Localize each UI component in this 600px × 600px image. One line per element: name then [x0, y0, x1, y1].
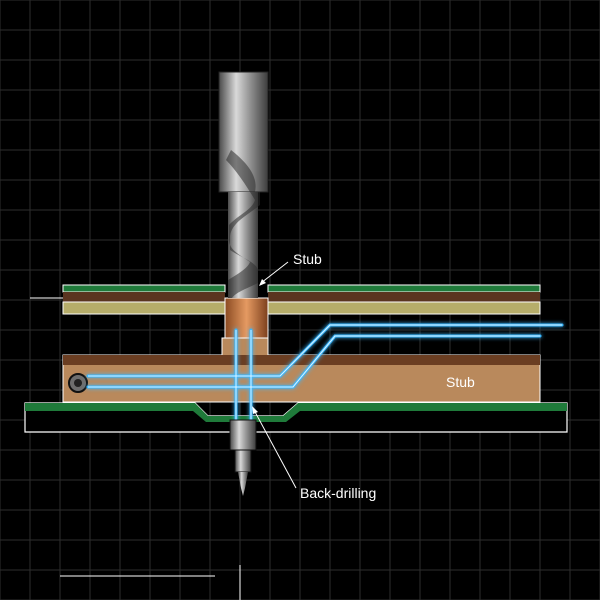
stub-body-label: Stub: [446, 374, 475, 390]
back-drill-tool-icon: [229, 419, 257, 496]
back-drilling-leader: [253, 409, 297, 489]
stub-top-label: Stub: [293, 251, 322, 267]
lower-board: [24, 337, 568, 433]
via-copper-barrel: [224, 297, 269, 339]
back-drilling-label: Back-drilling: [300, 485, 376, 501]
drill-bit-icon: [218, 71, 269, 298]
top-board-layer: [62, 284, 541, 315]
stub-top-leader: [260, 261, 289, 284]
via-pad-icon: [68, 373, 88, 393]
signal-traces-core: [88, 324, 562, 428]
